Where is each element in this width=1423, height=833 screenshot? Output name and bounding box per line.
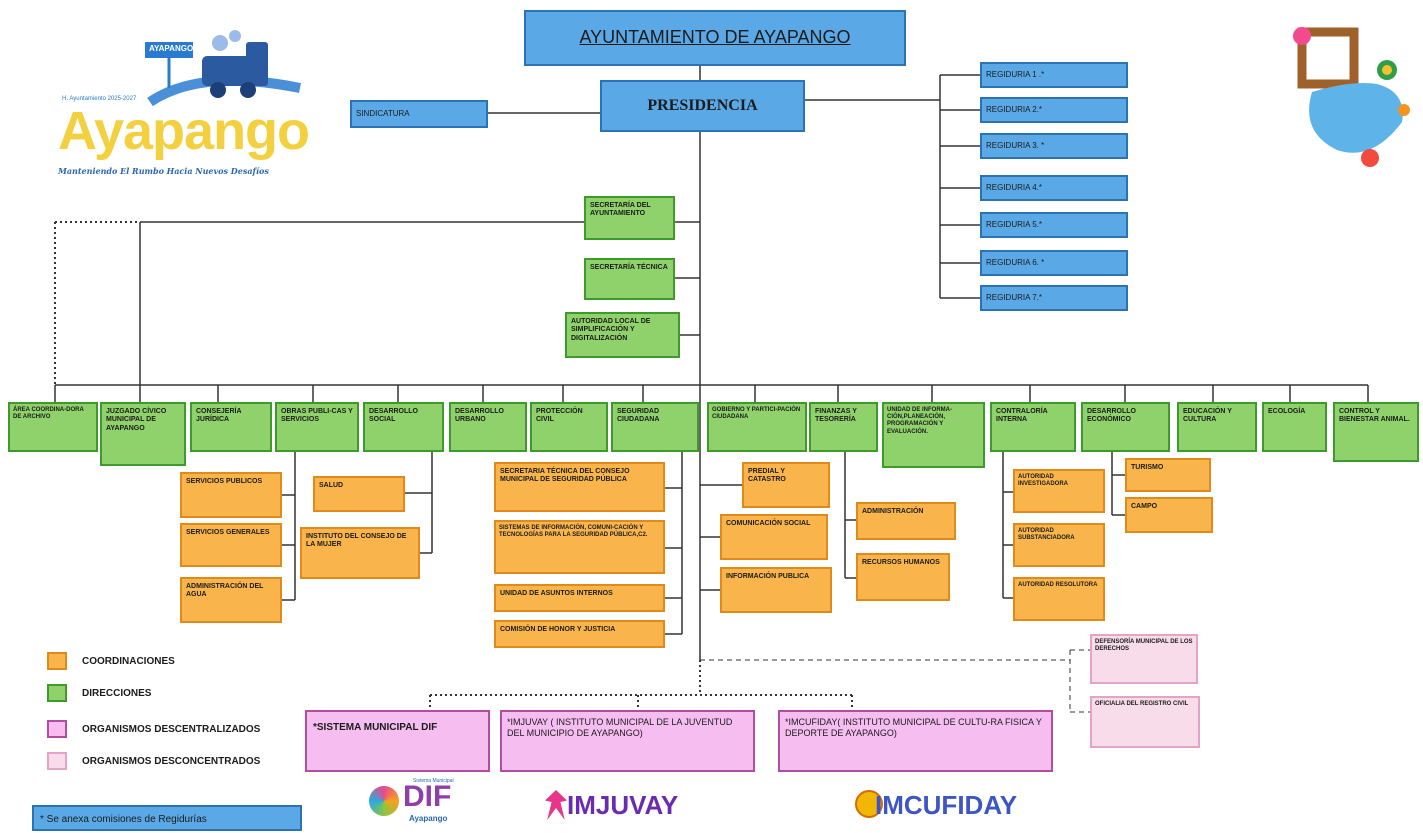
legend-label: DIRECCIONES — [82, 688, 152, 699]
coord-sistemas-c2: SISTEMAS DE INFORMACIÓN, COMUNI-CACIÓN Y… — [494, 520, 665, 574]
autoridad-simplificacion: AUTORIDAD LOCAL DE SIMPLIFICACIÓN Y DIGI… — [565, 312, 680, 358]
direction-bienestar: CONTROL Y BIENESTAR ANIMAL. — [1333, 402, 1419, 462]
coord-administracion: ADMINISTRACIÓN — [856, 502, 956, 540]
dif-logo-top: Sistema Municipal — [413, 778, 454, 784]
regiduria-5: REGIDURIA 5.* — [980, 212, 1128, 238]
regiduria-1: REGIDURIA 1 .* — [980, 62, 1128, 88]
direction-gobierno: GOBIERNO Y PARTICI-PACIÓN CIUDADANA — [707, 402, 807, 452]
regiduria-3: REGIDURIA 3. * — [980, 133, 1128, 159]
direction-social: DESARROLLO SOCIAL — [363, 402, 444, 452]
direction-educacion: EDUCACIÓN Y CULTURA — [1177, 402, 1257, 452]
regiduria-7: REGIDURIA 7.* — [980, 285, 1128, 311]
imjuvay-figure-icon — [545, 790, 567, 820]
direction-proteccion: PROTECCIÓN CIVIL — [530, 402, 608, 452]
coord-salud: SALUD — [313, 476, 405, 512]
direction-planeacion: UNIDAD DE INFORMA-CIÓN,PLANEACIÓN, PROGR… — [882, 402, 985, 468]
presidencia-box: PRESIDENCIA — [600, 80, 805, 132]
direction-urbano: DESARROLLO URBANO — [449, 402, 527, 452]
dif-logo: Sistema Municipal DIF Ayapango — [365, 778, 485, 830]
logo-slogan: Manteniendo El Rumbo Hacia Nuevos Desafí… — [58, 166, 269, 176]
train-icon — [145, 30, 301, 107]
legend-label: ORGANISMOS DESCENTRALIZADOS — [82, 724, 261, 735]
coord-mujer: INSTITUTO DEL CONSEJO DE LA MUJER — [300, 527, 420, 579]
coord-honor-justicia: COMISIÓN DE HONOR Y JUSTICIA — [494, 620, 665, 648]
coord-recursos-humanos: RECURSOS HUMANOS — [856, 553, 950, 601]
logo-sign: AYAPANGO — [149, 44, 194, 53]
direction-finanzas: FINANZAS Y TESORERÍA — [809, 402, 878, 452]
organismo-imcufiday: *IMCUFIDAY( INSTITUTO MUNICIPAL DE CULTU… — [778, 710, 1053, 772]
coord-servicios-generales: SERVICIOS GENERALES — [180, 523, 282, 567]
coord-secretaria-seguridad: SECRETARIA TÉCNICA DEL CONSEJO MUNICIPAL… — [494, 462, 665, 512]
coord-resolutora: AUTORIDAD RESOLUTORA — [1013, 577, 1105, 621]
legend-label: ORGANISMOS DESCONCENTRADOS — [82, 756, 261, 767]
coord-asuntos-internos: UNIDAD DE ASUNTOS INTERNOS — [494, 584, 665, 612]
page-title: AYUNTAMIENTO DE AYAPANGO — [524, 10, 906, 66]
imjuvay-logo-text: IMJUVAY — [567, 790, 679, 820]
logo-small-text: H. Ayuntamiento 2025-2027 — [62, 96, 137, 102]
legend-swatch-direcciones — [47, 684, 67, 702]
footnote: * Se anexa comisiones de Regidurías — [32, 805, 302, 831]
coord-substanciadora: AUTORIDAD SUBSTANCIADORA — [1013, 523, 1105, 567]
legend-swatch-descentralizados — [47, 720, 67, 738]
sindicatura-box: SINDICATURA — [350, 100, 488, 128]
dif-logo-text: DIF — [403, 780, 452, 813]
coord-informacion: INFORMACIÓN PUBLICA — [720, 567, 832, 613]
imcufiday-logo: IMCUFIDAY — [855, 786, 1055, 830]
dif-flower-icon — [369, 786, 399, 816]
direction-economico: DESARROLLO ECONÓMICO — [1081, 402, 1170, 452]
coord-comunicacion: COMUNICACIÓN SOCIAL — [720, 514, 828, 560]
ayapango-logo: AYAPANGO H. Ayuntamiento 2025-2027 Ayapa… — [50, 28, 330, 188]
coord-turismo: TURISMO — [1125, 458, 1211, 492]
direction-contraloria: CONTRALORÍA INTERNA — [990, 402, 1076, 452]
regiduria-4: REGIDURIA 4.* — [980, 175, 1128, 201]
desconcentrado-defensoria: DEFENSORÍA MUNICIPAL DE LOS DERECHOS — [1090, 634, 1198, 684]
direction-juzgado: JUZGADO CÍVICO MUNICIPAL DE AYAPANGO — [100, 402, 186, 466]
coord-predial: PREDIAL Y CATASTRO — [742, 462, 830, 508]
imjuvay-logo: IMJUVAY — [545, 786, 725, 830]
coord-agua: ADMINISTRACIÓN DEL AGUA — [180, 577, 282, 623]
coord-servicios-publicos: SERVICIOS PUBLICOS — [180, 472, 282, 518]
emblem-icon — [1293, 27, 1410, 167]
legend-label: COORDINACIONES — [82, 656, 175, 667]
legend-swatch-desconcentrados — [47, 752, 67, 770]
coord-investigadora: AUTORIDAD INVESTIGADORA — [1013, 469, 1105, 513]
coord-campo: CAMPO — [1125, 497, 1213, 533]
desconcentrado-registro-civil: OFICIALIA DEL REGISTRO CIVIL — [1090, 696, 1200, 748]
imcufiday-logo-text: IMCUFIDAY — [875, 790, 1018, 820]
imcufiday-ball-icon — [855, 790, 883, 818]
direction-obras: OBRAS PUBLI-CAS Y SERVICIOS — [275, 402, 359, 452]
direction-archivo: ÁREA COORDINA-DORA DE ARCHIVO — [8, 402, 98, 452]
organismo-imjuvay: *IMJUVAY ( INSTITUTO MUNICIPAL DE LA JUV… — [500, 710, 755, 772]
secretaria-tecnica: SECRETARÍA TÉCNICA — [584, 258, 675, 300]
logo-name: Ayapango — [58, 101, 310, 161]
secretaria-ayuntamiento: SECRETARÍA DEL AYUNTAMIENTO — [584, 196, 675, 240]
organismo-dif: *SISTEMA MUNICIPAL DIF — [305, 710, 490, 772]
direction-juridica: CONSEJERÍA JURÍDICA — [190, 402, 272, 452]
regiduria-2: REGIDURIA 2.* — [980, 97, 1128, 123]
dif-logo-sub: Ayapango — [409, 814, 448, 823]
direction-seguridad: SEGURIDAD CIUDADANA — [611, 402, 699, 452]
legend-swatch-coordinaciones — [47, 652, 67, 670]
direction-ecologia: ECOLOGÍA — [1262, 402, 1327, 452]
regiduria-6: REGIDURIA 6. * — [980, 250, 1128, 276]
